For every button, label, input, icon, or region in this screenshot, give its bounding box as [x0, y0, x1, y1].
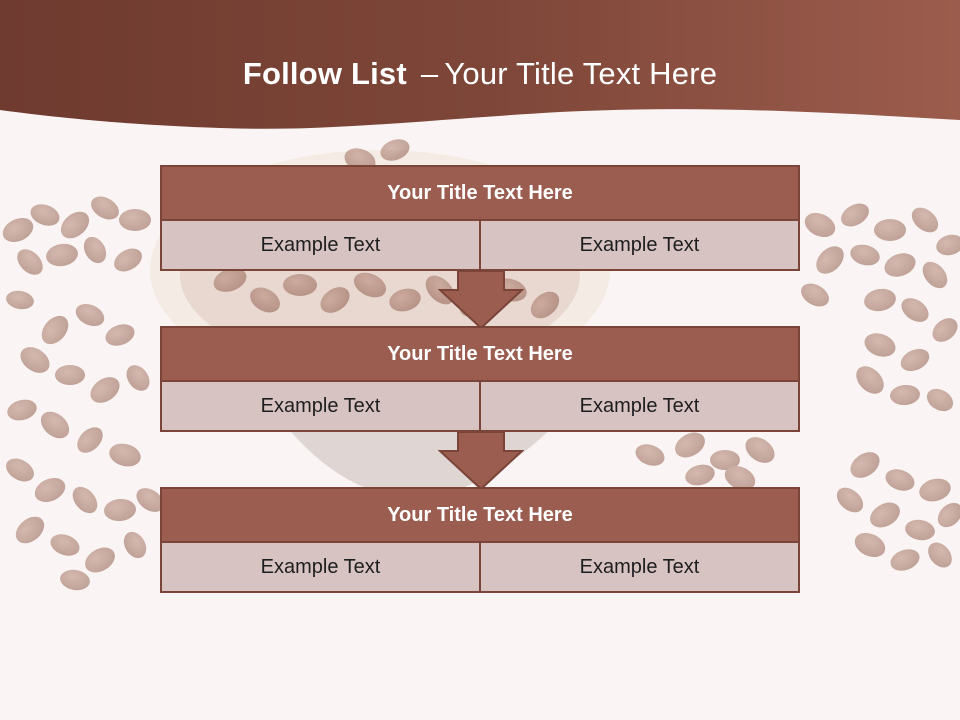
list-block-3: Your Title Text Here Example Text Exampl…: [160, 487, 800, 593]
slide-title: Follow List–Your Title Text Here: [0, 56, 960, 92]
block-title: Your Title Text Here: [160, 326, 800, 382]
block-cell-left: Example Text: [162, 382, 479, 430]
block-title: Your Title Text Here: [160, 487, 800, 543]
list-block-1: Your Title Text Here Example Text Exampl…: [160, 165, 800, 271]
list-block-2: Your Title Text Here Example Text Exampl…: [160, 326, 800, 432]
block-cell-left: Example Text: [162, 543, 479, 591]
block-cell-right: Example Text: [479, 382, 798, 430]
title-separator: –: [420, 56, 439, 91]
title-bold: Follow List: [242, 56, 407, 91]
block-row: Example Text Example Text: [160, 382, 800, 432]
block-cell-right: Example Text: [479, 543, 798, 591]
block-row: Example Text Example Text: [160, 221, 800, 271]
title-rest: Your Title Text Here: [444, 56, 718, 91]
block-cell-right: Example Text: [479, 221, 798, 269]
block-cell-left: Example Text: [162, 221, 479, 269]
down-arrow-icon: [438, 431, 524, 491]
block-row: Example Text Example Text: [160, 543, 800, 593]
block-title: Your Title Text Here: [160, 165, 800, 221]
down-arrow-icon: [438, 270, 524, 330]
header-banner: [0, 0, 960, 129]
